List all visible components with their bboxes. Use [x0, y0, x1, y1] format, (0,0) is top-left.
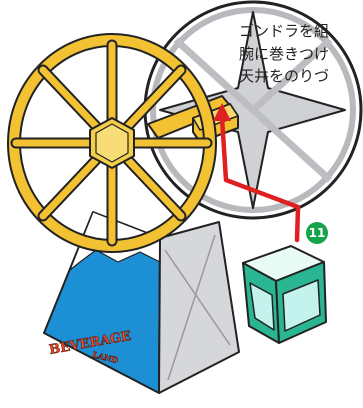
back-frame — [143, 0, 363, 220]
instruction-text: ゴンドラを組 腕に巻きつけ 天井をのりづ — [239, 20, 363, 88]
front-wheel — [7, 33, 217, 253]
base-side-strut — [164, 249, 231, 346]
step-number-badge: 11 — [306, 222, 328, 244]
base-stand — [43, 211, 240, 394]
instruction-line: 腕に巻きつけ — [239, 44, 330, 63]
red-direction-arrow — [213, 103, 301, 243]
instruction-line: ゴンドラを組 — [239, 22, 330, 40]
gondola-window-front — [282, 279, 321, 332]
gondola-window-side — [249, 282, 275, 331]
base-side-panel — [158, 221, 240, 394]
instruction-line: 天井をのりづ — [239, 67, 330, 85]
base-side-strut — [167, 234, 216, 381]
gondola-cabin — [242, 245, 327, 344]
